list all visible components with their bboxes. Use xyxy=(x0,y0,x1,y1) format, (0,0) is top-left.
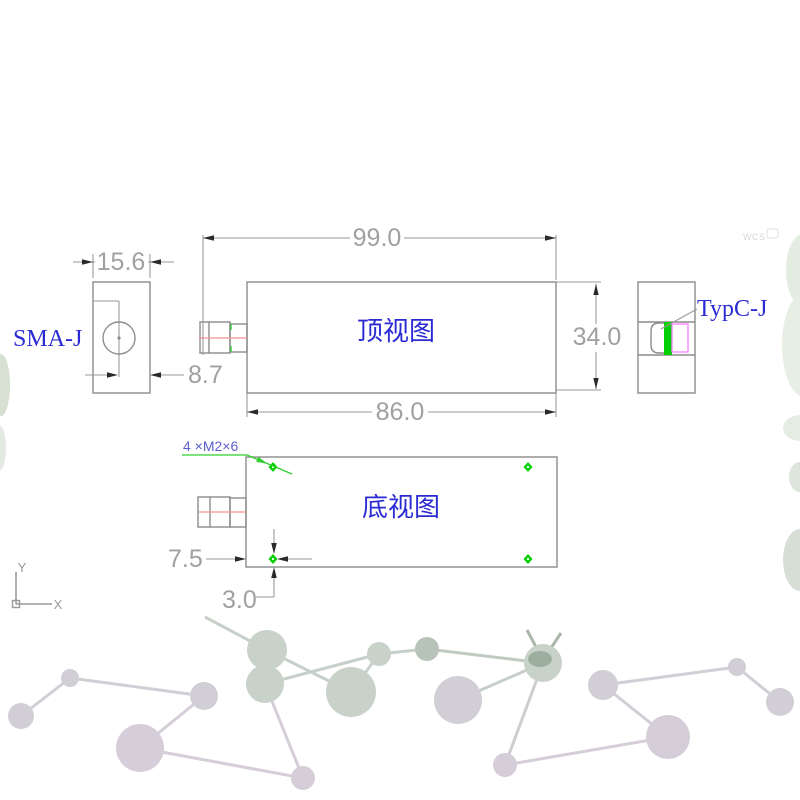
dim-text-15-6: 15.6 xyxy=(97,248,146,276)
typec-port-green-bar xyxy=(664,322,672,355)
dim-sma-flange-width: 15.6 xyxy=(73,248,174,278)
typec-leader-line xyxy=(660,308,698,330)
dim-hole-offset-x: 7.5 xyxy=(168,545,312,573)
typec-port-magenta-outline xyxy=(671,323,689,353)
dim-text-7-5: 7.5 xyxy=(168,545,203,573)
dim-body-length: 86.0 xyxy=(246,393,557,426)
wcs-tag: WCS xyxy=(743,228,779,242)
dim-text-8-7: 8.7 xyxy=(188,361,223,389)
dim-text-34-0: 34.0 xyxy=(573,323,622,351)
typec-port-outline xyxy=(650,322,669,354)
edge-watermark-blobs xyxy=(0,234,800,591)
ucs-axis-icon: Y X xyxy=(11,560,63,612)
sma-connector-circle xyxy=(102,321,136,355)
mounting-hole-note-text: 4 ×M2×6 xyxy=(183,438,238,454)
dim-text-3-0: 3.0 xyxy=(222,586,257,614)
typec-view-body-outline xyxy=(637,281,696,394)
dim-text-86-0: 86.0 xyxy=(376,398,425,426)
x-axis-label: X xyxy=(54,597,63,612)
dim-sma-center-offset: 8.7 xyxy=(85,361,223,389)
typec-side-view xyxy=(637,281,698,394)
sma-side-view xyxy=(92,281,151,394)
wcs-label: WCS xyxy=(743,232,766,242)
mounting-hole-note: 4 ×M2×6 xyxy=(182,438,293,475)
sma-view-body-outline xyxy=(92,281,151,394)
y-axis-label: Y xyxy=(18,560,27,575)
bottom-view: 4 ×M2×6 xyxy=(182,438,558,568)
dim-text-99-0: 99.0 xyxy=(353,224,402,252)
dim-hole-offset-y: 3.0 xyxy=(222,529,277,614)
molecule-watermark xyxy=(8,615,794,790)
top-view xyxy=(199,281,557,394)
top-view-title: 顶视图 xyxy=(357,317,435,347)
typec-connector-label: TypC-J xyxy=(697,296,767,322)
dim-body-width: 34.0 xyxy=(556,281,622,391)
dim-overall-length: 99.0 xyxy=(202,224,557,355)
sma-connector-label: SMA-J xyxy=(13,326,82,352)
bottom-view-title: 底视图 xyxy=(362,493,440,523)
